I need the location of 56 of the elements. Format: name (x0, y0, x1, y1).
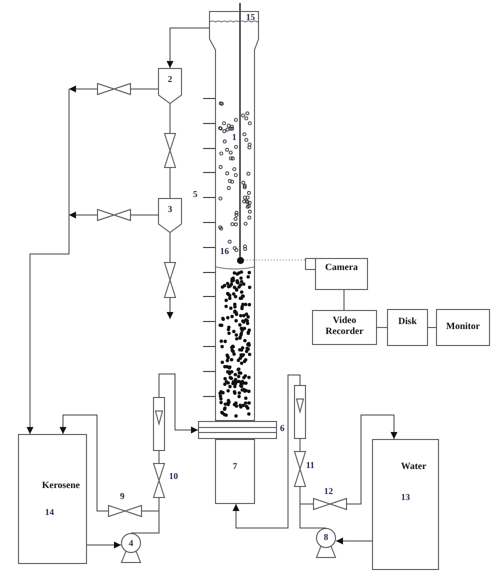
pipe-line (130, 214, 158, 216)
recorder-unit (312, 310, 377, 345)
callout-number: 12 (324, 487, 333, 496)
flow-arrow (166, 298, 174, 320)
valve-symbol (164, 133, 176, 168)
separator-funnel (158, 198, 182, 233)
camera-unit (305, 258, 368, 290)
unit-label: Monitor (445, 322, 481, 333)
disk-unit (387, 309, 428, 346)
monitor-unit (436, 309, 490, 346)
rotameter (294, 385, 306, 439)
pipe-line (376, 327, 388, 328)
storage-tank (372, 439, 439, 570)
tank-label: Water (401, 462, 426, 473)
flow-arrow (232, 374, 300, 528)
tank-label: Kerosene (42, 481, 80, 492)
valve-symbol (97, 209, 131, 221)
callout-number: 8 (322, 533, 330, 542)
flow-arrow (158, 374, 198, 434)
pipe-line (130, 510, 160, 534)
callout-number: 1 (232, 133, 236, 142)
callout-number: 15 (246, 13, 255, 22)
pipe-line (158, 450, 160, 464)
valve-symbol (164, 262, 176, 298)
callout-number: 7 (232, 462, 238, 471)
pipe-line (428, 327, 436, 328)
callout-number: 2 (166, 75, 174, 84)
callout-number: 5 (193, 190, 198, 199)
unit-label: Camera (324, 263, 359, 274)
flow-arrow (60, 414, 108, 512)
rotameter (153, 397, 165, 451)
callout-number: 4 (128, 539, 134, 548)
pump-symbol (316, 528, 336, 558)
flow-arrow (336, 538, 372, 544)
bubble-column (209, 11, 259, 421)
callout-number: 13 (401, 493, 410, 502)
column-base-section (215, 439, 255, 504)
valve-symbol (97, 83, 131, 95)
callout-number: 14 (45, 508, 54, 517)
flow-arrow (346, 414, 398, 504)
pipe-line (130, 88, 158, 90)
callout-number: 9 (120, 492, 124, 501)
callout-number: 6 (280, 424, 284, 433)
unit-label: Video Recorder (324, 316, 364, 338)
pump-symbol (121, 533, 141, 563)
callout-number: 10 (169, 472, 178, 481)
unit-label: Disk (397, 317, 418, 328)
flow-arrow (68, 212, 98, 218)
callout-number: 3 (166, 205, 174, 214)
storage-tank (18, 434, 87, 564)
flow-arrow (166, 28, 210, 68)
flow-arrow (86, 542, 122, 548)
callout-number: 16 (220, 247, 229, 256)
callout-number: 11 (306, 461, 315, 470)
pipe-line (300, 504, 326, 528)
separator-funnel (158, 68, 182, 104)
